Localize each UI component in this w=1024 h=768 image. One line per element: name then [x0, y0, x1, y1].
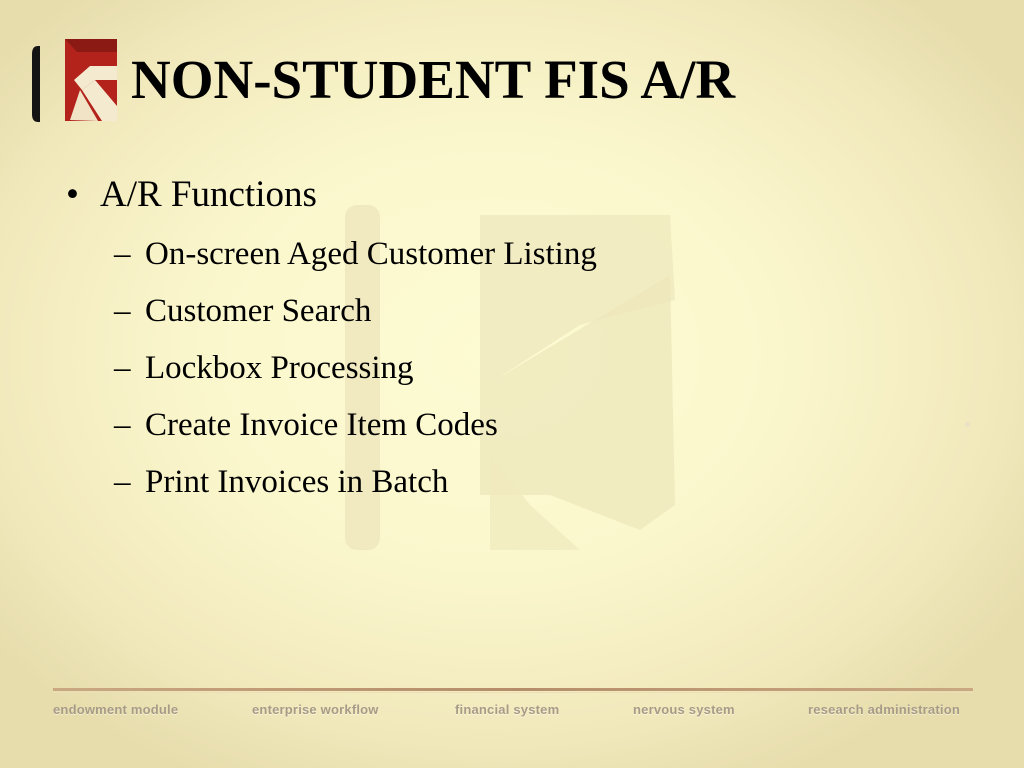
footer-item-research-administration: research administration	[808, 702, 960, 717]
footer-divider	[53, 688, 973, 691]
footer-divider-highlight	[53, 692, 973, 693]
sub-bullet-label: Print Invoices in Batch	[145, 464, 449, 500]
bullet-list: •A/R Functions –On-screen Aged Customer …	[66, 170, 597, 511]
sub-bullet-item: –Lockbox Processing	[114, 340, 597, 397]
sub-bullet-item: –Create Invoice Item Codes	[114, 397, 597, 454]
bullet-item-ar-functions: •A/R Functions –On-screen Aged Customer …	[66, 170, 597, 511]
bullet-label: A/R Functions	[100, 174, 317, 215]
footer-item-enterprise-workflow: enterprise workflow	[252, 702, 379, 717]
footer-item-endowment-module: endowment module	[53, 702, 179, 717]
sub-bullet-item: –On-screen Aged Customer Listing	[114, 226, 597, 283]
sub-bullet-marker: –	[114, 407, 131, 443]
sub-bullet-label: Lockbox Processing	[145, 350, 414, 386]
sub-bullet-item: –Print Invoices in Batch	[114, 454, 597, 511]
sub-bullet-label: Create Invoice Item Codes	[145, 407, 498, 443]
footer-item-financial-system: financial system	[455, 702, 560, 717]
footer-item-nervous-system: nervous system	[633, 702, 735, 717]
bullet-marker: •	[66, 174, 79, 215]
decorative-speck	[965, 422, 970, 427]
slide-title: NON-STUDENT FIS A/R	[131, 49, 736, 110]
k-logo-icon	[32, 39, 117, 122]
sub-bullet-label: Customer Search	[145, 293, 372, 329]
k-watermark-icon	[345, 205, 675, 550]
sub-bullet-item: –Customer Search	[114, 283, 597, 340]
sub-bullet-marker: –	[114, 464, 131, 500]
sub-bullet-marker: –	[114, 350, 131, 386]
sub-bullet-marker: –	[114, 236, 131, 272]
sub-bullet-label: On-screen Aged Customer Listing	[145, 236, 597, 272]
sub-bullet-list: –On-screen Aged Customer Listing –Custom…	[66, 226, 597, 511]
sub-bullet-marker: –	[114, 293, 131, 329]
